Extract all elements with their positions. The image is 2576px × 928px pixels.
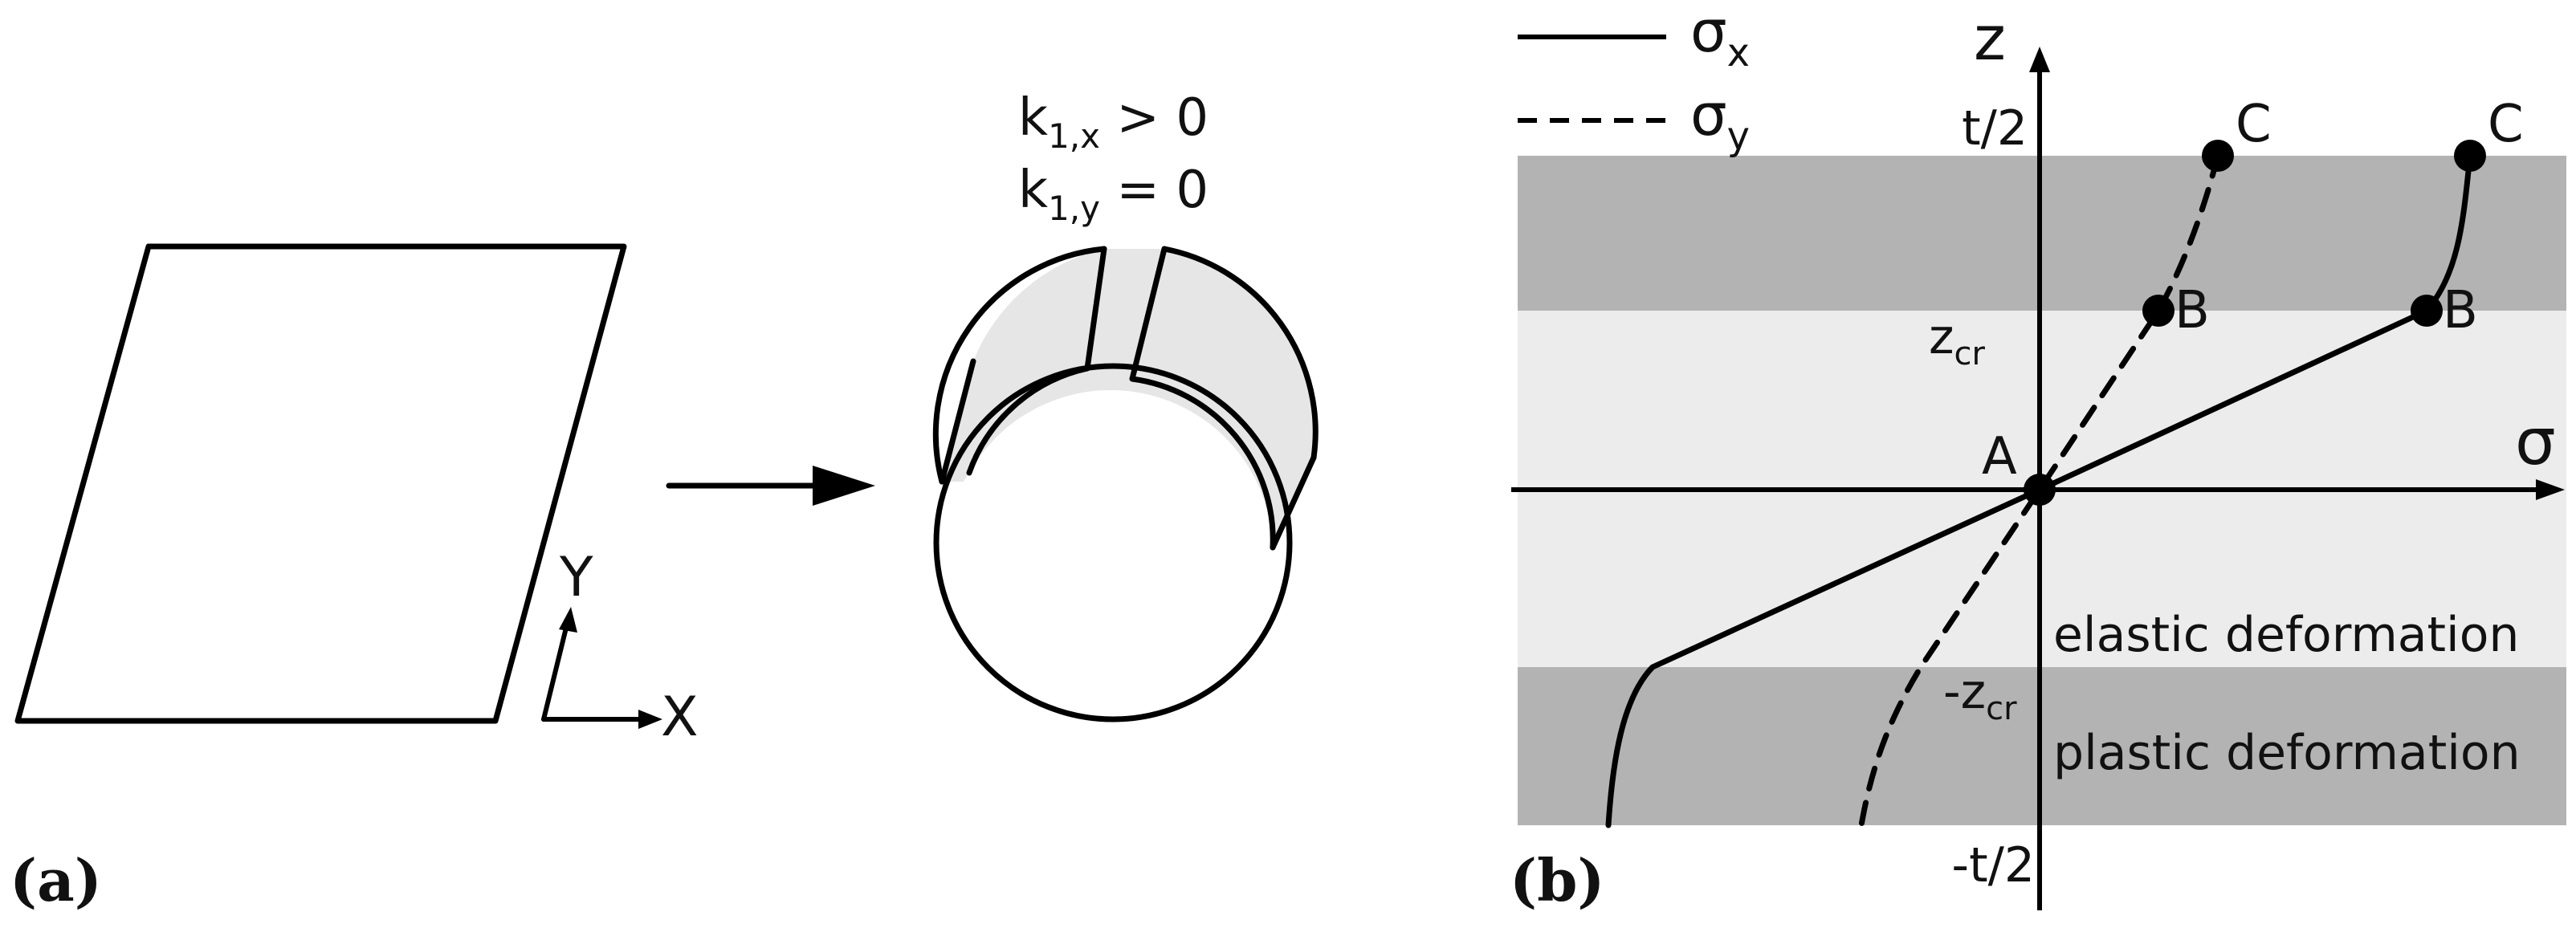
point-b-sigma-x-marker [2411, 295, 2443, 327]
tick-z-cr: zcr [1929, 309, 1985, 372]
curvature-y-label: k1,y = 0 [1018, 161, 1209, 228]
bent-tube [932, 246, 1319, 722]
tube-front-circle [933, 363, 1293, 722]
plastic-deformation-label: plastic deformation [2053, 725, 2521, 781]
point-a-marker [2024, 474, 2056, 506]
tick-neg-z-cr: -zcr [1943, 664, 2017, 727]
panel-a: X Y k1,x > 0 k1,y = 0 (a) [10, 88, 1319, 914]
sigma-arrow-icon [2536, 479, 2565, 500]
point-c-sigma-x-marker [2454, 140, 2486, 172]
panel-b-label: (b) [1510, 846, 1604, 914]
point-b-sigma-x-label: B [2443, 281, 2478, 340]
point-b-sigma-y-marker [2142, 295, 2175, 327]
point-c-sigma-y-label: C [2236, 95, 2272, 154]
curvature-x-label: k1,x > 0 [1018, 88, 1209, 156]
flat-plate [14, 243, 627, 724]
tube-back-outline-right [1161, 246, 1319, 461]
point-b-sigma-y-label: B [2175, 281, 2210, 340]
panel-a-label: (a) [10, 846, 102, 914]
tube-slit-right [1129, 246, 1276, 551]
tube-right-edge [1270, 454, 1317, 551]
tube-side-surface [942, 249, 1316, 547]
legend-sigma-y: σy [1690, 81, 1750, 159]
tube-left-edge [939, 358, 976, 485]
point-c-sigma-y-marker [2202, 140, 2234, 172]
elastic-deformation-label: elastic deformation [2053, 607, 2519, 663]
legend-sigma-x: σx [1690, 0, 1750, 75]
y-arrow-icon [559, 607, 577, 633]
bending-arrow [666, 466, 875, 506]
z-arrow-icon [2029, 47, 2050, 72]
point-c-sigma-x-label: C [2488, 95, 2524, 154]
legend: σx σy [1518, 0, 1750, 159]
sigma-y-curve [1858, 153, 2221, 828]
x-arrow-icon [638, 710, 662, 729]
panel-b: σx σy z σ t/2 zcr -zcr -t/2 elastic defo… [1510, 0, 2566, 914]
x-axis-label: X [661, 686, 699, 749]
point-a-label: A [1982, 427, 2017, 486]
y-axis-label: Y [559, 546, 593, 609]
tick-t-half: t/2 [1962, 100, 2028, 157]
coordinate-axes: X Y [541, 546, 699, 749]
sigma-axis-label: σ [2515, 405, 2556, 479]
tube-back-outline [932, 246, 1107, 485]
tick-neg-t-half: -t/2 [1951, 837, 2035, 893]
right-arrow-icon [813, 466, 875, 506]
z-axis-label: z [1974, 2, 2006, 74]
